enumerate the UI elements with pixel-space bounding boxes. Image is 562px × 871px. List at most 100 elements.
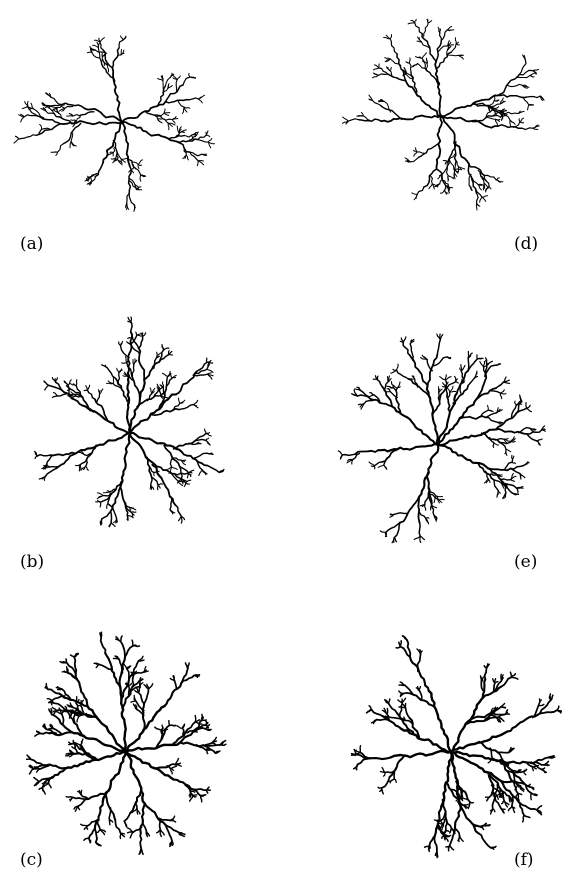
cluster-tip (477, 183, 485, 186)
cluster-tip (480, 676, 485, 683)
cluster-branch (398, 702, 404, 718)
cluster-branch (129, 334, 138, 345)
cluster-branch (484, 412, 498, 419)
cluster-tip (65, 658, 68, 664)
cluster-tip (86, 384, 91, 391)
cluster-branch (399, 645, 411, 658)
cluster-tip (447, 175, 449, 182)
cluster-branch (82, 749, 90, 758)
cluster-branch (130, 372, 141, 399)
cluster-tip (89, 46, 93, 53)
cluster-tip (476, 357, 484, 360)
cluster-tip (143, 684, 150, 690)
cluster-tip (537, 698, 541, 707)
cluster-tip (409, 339, 413, 345)
cluster-branch (46, 728, 58, 735)
cluster-branch (449, 698, 483, 754)
cluster-branch (143, 361, 161, 381)
cluster-tip (132, 358, 135, 366)
cluster-branch (460, 370, 465, 381)
cluster-branch (509, 467, 521, 475)
cluster-tip (61, 107, 66, 112)
panel-a-cluster (13, 35, 216, 212)
cluster-branch (445, 165, 449, 177)
cluster-tip (58, 707, 63, 715)
cluster-branch (153, 114, 159, 120)
cluster-branch (421, 57, 426, 69)
cluster-tip (454, 378, 458, 383)
cluster-branch (519, 802, 538, 811)
cluster-branch (125, 667, 130, 684)
cluster-branch (477, 409, 489, 419)
cluster-branch (118, 39, 124, 49)
cluster-branch (414, 22, 423, 35)
cluster-tip (371, 392, 375, 396)
cluster-branch (117, 371, 121, 385)
cluster-tip (199, 794, 207, 797)
cluster-branch (452, 384, 469, 405)
cluster-tip (101, 364, 108, 369)
cluster-tip (41, 104, 48, 107)
cluster-tip (131, 639, 134, 647)
cluster-tip (108, 521, 112, 528)
cluster-branch (467, 377, 476, 387)
cluster-tip (133, 358, 136, 366)
cluster-tip (496, 490, 499, 496)
cluster-branch (180, 450, 209, 467)
cluster-tip (51, 107, 58, 112)
cluster-branch (79, 704, 85, 714)
cluster-branch (189, 151, 202, 157)
cluster-branch (427, 689, 453, 754)
cluster-branch (146, 392, 153, 402)
cluster-tip (345, 120, 349, 125)
cluster-branch (393, 512, 408, 516)
cluster-branch (447, 391, 451, 399)
cluster-branch (421, 32, 437, 62)
cluster-branch (160, 477, 177, 506)
cluster-branch (124, 750, 146, 805)
cluster-tip (123, 371, 128, 377)
cluster-branch (124, 741, 182, 754)
cluster-tip (123, 663, 128, 670)
cluster-tip (373, 465, 376, 470)
cluster-tip (442, 160, 449, 162)
cluster-branch (509, 464, 525, 470)
cluster-tip (61, 709, 65, 715)
cluster-tip (517, 111, 522, 114)
cluster-branch (383, 457, 389, 466)
cluster-tip (342, 116, 349, 122)
cluster-tip (136, 334, 143, 337)
cluster-tip (150, 484, 153, 490)
cluster-branch (178, 465, 190, 474)
cluster-tip (183, 106, 191, 109)
cluster-tip (168, 724, 177, 727)
cluster-tip (436, 333, 441, 341)
cluster-tip (206, 372, 212, 375)
cluster-branch (378, 67, 389, 75)
cluster-tip (59, 660, 68, 664)
cluster-branch (18, 134, 37, 140)
cluster-tip (108, 817, 111, 826)
cluster-tip (120, 35, 124, 41)
cluster-branch (426, 358, 433, 372)
cluster-branch (488, 713, 498, 719)
cluster-branch (439, 812, 446, 822)
cluster-tip (122, 36, 127, 41)
cluster-branch (356, 757, 368, 766)
cluster-branch (484, 363, 488, 375)
cluster-tip (163, 112, 170, 116)
cluster-branch (383, 101, 392, 113)
cluster-tip (102, 61, 108, 66)
cluster-tip (18, 114, 25, 118)
cluster-branch (112, 146, 116, 153)
cluster-branch (416, 151, 426, 154)
cluster-tip (138, 678, 143, 682)
cluster-branch (134, 700, 145, 712)
cluster-tip (65, 796, 74, 798)
cluster-branch (109, 488, 117, 493)
cluster-tip (154, 726, 162, 731)
cluster-branch (102, 121, 123, 164)
cluster-branch (131, 164, 135, 171)
cluster-tip (28, 765, 35, 770)
cluster-branch (412, 693, 436, 709)
